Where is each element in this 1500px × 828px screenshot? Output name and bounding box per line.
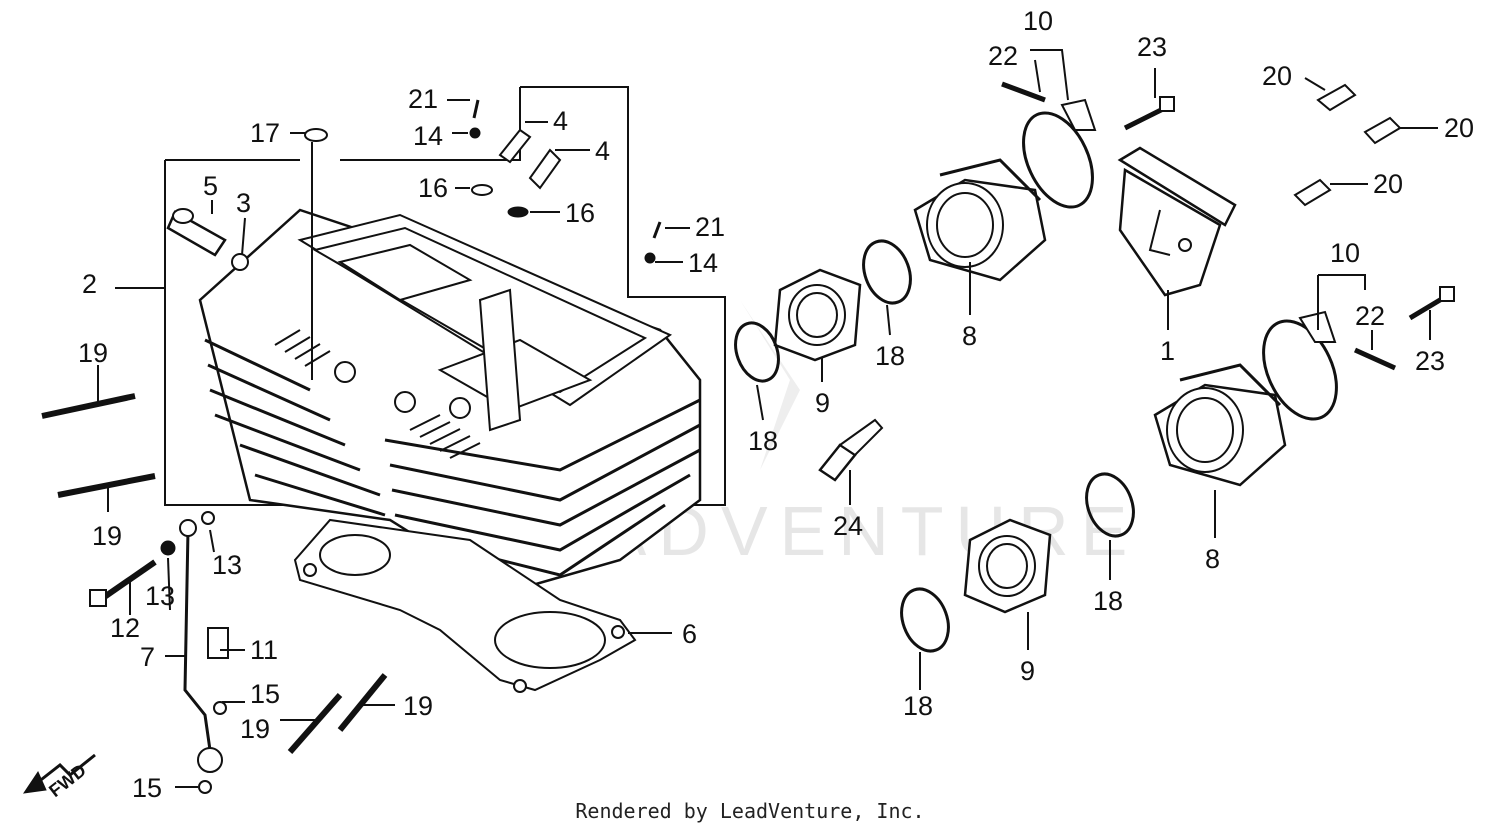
label-14b: 14 bbox=[688, 248, 718, 278]
stud-19b bbox=[57, 473, 156, 498]
label-19b: 19 bbox=[92, 521, 122, 551]
stud-19a bbox=[41, 393, 136, 419]
bolt-12 bbox=[98, 559, 157, 603]
label-13a: 13 bbox=[212, 550, 242, 580]
washer-15a bbox=[213, 701, 227, 715]
label-22b: 22 bbox=[1355, 301, 1385, 331]
label-4a: 4 bbox=[553, 106, 568, 136]
label-20c: 20 bbox=[1373, 169, 1403, 199]
label-19c: 19 bbox=[240, 714, 270, 744]
plug-4a bbox=[498, 128, 532, 164]
stud-19d bbox=[337, 673, 388, 732]
o-ring-18c bbox=[1085, 472, 1135, 538]
label-18a: 18 bbox=[748, 426, 778, 456]
plug-20a bbox=[1316, 83, 1357, 112]
label-14a: 14 bbox=[413, 121, 443, 151]
label-23a: 23 bbox=[1137, 32, 1167, 62]
label-18c: 18 bbox=[1093, 586, 1123, 616]
label-21a: 21 bbox=[408, 84, 438, 114]
o-ring-18d bbox=[900, 587, 950, 653]
label-4b: 4 bbox=[595, 136, 610, 166]
label-18b: 18 bbox=[875, 341, 905, 371]
label-19d: 19 bbox=[403, 691, 433, 721]
clamp-10a bbox=[1022, 111, 1094, 209]
label-10b: 10 bbox=[1330, 238, 1360, 268]
washer-13b bbox=[160, 540, 176, 556]
label-3: 3 bbox=[236, 188, 251, 218]
intake-pipe-8a bbox=[913, 158, 1047, 282]
bolt-21-top bbox=[472, 99, 480, 119]
plug-20b bbox=[1363, 116, 1402, 145]
o-ring-18b bbox=[862, 239, 912, 305]
label-20b: 20 bbox=[1444, 113, 1474, 143]
label-22a: 22 bbox=[988, 41, 1018, 71]
label-12: 12 bbox=[110, 613, 140, 643]
head-gasket bbox=[293, 518, 637, 693]
label-16a: 16 bbox=[418, 173, 448, 203]
leader-lines bbox=[97, 49, 1438, 788]
valve-guide bbox=[166, 208, 227, 257]
screw-22b bbox=[1353, 347, 1397, 371]
insulator-9a bbox=[773, 268, 862, 362]
plug-4b bbox=[528, 148, 562, 190]
label-16b: 16 bbox=[565, 198, 595, 228]
washer-15b bbox=[198, 780, 212, 794]
spark-plug bbox=[818, 418, 884, 482]
washer-14-right bbox=[644, 252, 656, 264]
label-11: 11 bbox=[250, 635, 278, 665]
screw-23a bbox=[1123, 105, 1167, 131]
o-ring-16b bbox=[507, 206, 529, 218]
clamp-10b bbox=[1262, 319, 1338, 421]
label-13b: 13 bbox=[145, 581, 175, 611]
intake-joint bbox=[1117, 146, 1237, 297]
part-labels: 2 19 19 5 3 17 21 14 4 4 16 16 21 14 13 … bbox=[78, 6, 1474, 803]
label-9a: 9 bbox=[815, 388, 830, 418]
insulator-9b bbox=[963, 518, 1052, 614]
cylinder-head bbox=[198, 208, 702, 592]
bolt-21-right bbox=[652, 221, 662, 239]
label-18d: 18 bbox=[903, 691, 933, 721]
label-19a: 19 bbox=[78, 338, 108, 368]
o-ring-17 bbox=[304, 128, 328, 142]
label-23b: 23 bbox=[1415, 346, 1445, 376]
label-17: 17 bbox=[250, 118, 280, 148]
label-24: 24 bbox=[833, 511, 863, 541]
label-21b: 21 bbox=[695, 212, 725, 242]
fwd-arrow: FWD bbox=[22, 753, 96, 801]
label-8a: 8 bbox=[962, 321, 977, 351]
oil-pipe bbox=[183, 529, 212, 751]
label-1: 1 bbox=[1160, 336, 1175, 366]
label-9b: 9 bbox=[1020, 656, 1035, 686]
label-15b: 15 bbox=[132, 773, 162, 803]
guide-clip bbox=[231, 253, 249, 271]
label-7: 7 bbox=[140, 642, 155, 672]
intake-pipe-8b bbox=[1153, 363, 1287, 487]
label-2: 2 bbox=[82, 269, 97, 299]
plug-20c bbox=[1293, 178, 1332, 207]
label-10a: 10 bbox=[1023, 6, 1053, 36]
label-8b: 8 bbox=[1205, 544, 1220, 574]
o-ring-16a bbox=[471, 184, 493, 196]
bolt-11 bbox=[207, 627, 229, 659]
label-20a: 20 bbox=[1262, 61, 1292, 91]
screw-22a bbox=[1001, 81, 1046, 103]
label-6: 6 bbox=[682, 619, 697, 649]
stud-19c bbox=[287, 693, 343, 754]
label-15a: 15 bbox=[250, 679, 280, 709]
footer-credit: Rendered by LeadVenture, Inc. bbox=[575, 799, 924, 823]
o-ring-18a bbox=[734, 321, 780, 383]
washer-13a bbox=[201, 511, 215, 525]
washer-14-top bbox=[469, 127, 481, 139]
label-5: 5 bbox=[203, 171, 218, 201]
